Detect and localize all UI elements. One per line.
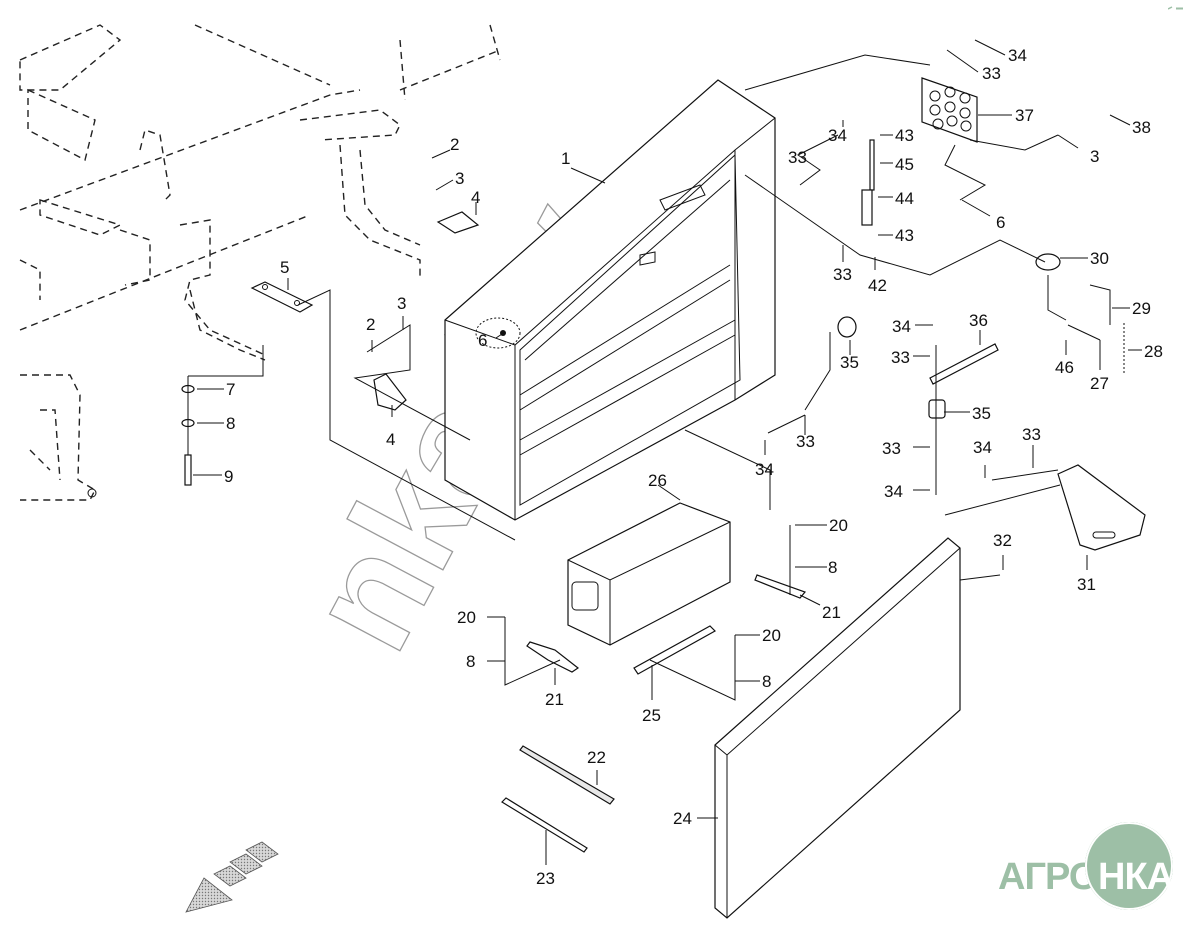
callout-20[interactable]: 20 [762,626,781,645]
callout-26[interactable]: 26 [648,471,667,490]
callout-6[interactable]: 6 [478,331,487,350]
frame-phantom [19,24,501,501]
callout-33[interactable]: 33 [788,148,807,167]
callout-37[interactable]: 37 [1015,106,1034,125]
seal-strip-22 [519,745,615,805]
logo-circle-text: НКА [1098,856,1174,898]
callout-33[interactable]: 33 [891,348,910,367]
callout-45[interactable]: 45 [895,155,914,174]
callout-34[interactable]: 34 [1008,46,1027,65]
callout-43[interactable]: 43 [895,126,914,145]
callout-29[interactable]: 29 [1132,299,1151,318]
callout-35[interactable]: 35 [972,404,991,423]
callout-36[interactable]: 36 [969,311,988,330]
callout-35[interactable]: 35 [840,353,859,372]
seal-strip-23 [501,797,588,853]
callout-4[interactable]: 4 [386,430,395,449]
callout-34[interactable]: 34 [973,438,992,457]
mounting-plate [250,281,314,313]
callout-33[interactable]: 33 [833,265,852,284]
callout-8[interactable]: 8 [466,652,475,671]
callout-23[interactable]: 23 [536,869,555,888]
callout-2[interactable]: 2 [366,315,375,334]
direction-arrow-icon [185,841,279,913]
callout-1[interactable]: 1 [561,149,570,168]
callout-labels: 1 2 3 4 5 2 3 6 4 7 8 9 34 33 37 38 3 6 … [224,46,1163,888]
callout-25[interactable]: 25 [642,706,661,725]
battery-box-housing [444,79,776,521]
callout-38[interactable]: 38 [1132,118,1151,137]
callout-8[interactable]: 8 [828,558,837,577]
callout-46[interactable]: 46 [1055,358,1074,377]
brand-logo: АГРО НКА [998,822,1178,922]
callout-4[interactable]: 4 [471,188,480,207]
callout-28[interactable]: 28 [1144,342,1163,361]
callout-33[interactable]: 33 [1022,425,1041,444]
corner-mark-icon [1168,6,1183,10]
callout-22[interactable]: 22 [587,748,606,767]
callout-24[interactable]: 24 [673,809,692,828]
callout-8[interactable]: 8 [762,672,771,691]
callout-33[interactable]: 33 [796,432,815,451]
callout-34[interactable]: 34 [828,126,847,145]
callout-7[interactable]: 7 [226,380,235,399]
callout-2[interactable]: 2 [450,135,459,154]
callout-3[interactable]: 3 [397,294,406,313]
logo-circle-icon [1085,822,1173,910]
leader-lines [193,39,1142,865]
callout-5[interactable]: 5 [280,258,289,277]
callout-34[interactable]: 34 [884,482,903,501]
callout-21[interactable]: 21 [822,603,841,622]
callout-42[interactable]: 42 [868,276,887,295]
callout-34[interactable]: 34 [755,460,774,479]
callout-30[interactable]: 30 [1090,249,1109,268]
callout-27[interactable]: 27 [1090,374,1109,393]
callout-3[interactable]: 3 [1090,147,1099,166]
callout-44[interactable]: 44 [895,189,914,208]
callout-20[interactable]: 20 [829,516,848,535]
callout-32[interactable]: 32 [993,531,1012,550]
callout-20[interactable]: 20 [457,608,476,627]
logo-left-text: АГРО [998,856,1098,898]
callout-34[interactable]: 34 [892,317,911,336]
callout-6[interactable]: 6 [996,213,1005,232]
callout-8[interactable]: 8 [226,414,235,433]
callout-3[interactable]: 3 [455,169,464,188]
callout-21[interactable]: 21 [545,690,564,709]
cover-door [714,537,961,919]
callout-31[interactable]: 31 [1077,575,1096,594]
callout-33[interactable]: 33 [882,439,901,458]
callout-9[interactable]: 9 [224,467,233,486]
callout-43[interactable]: 43 [895,226,914,245]
callout-33[interactable]: 33 [982,64,1001,83]
